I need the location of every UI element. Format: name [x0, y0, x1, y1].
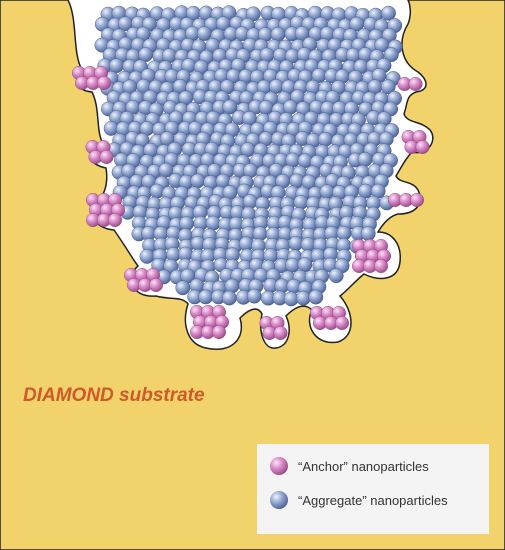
aggregate-nanoparticle — [175, 280, 191, 296]
anchor-nanoparticle — [374, 259, 389, 274]
anchor-nanoparticle — [408, 76, 423, 91]
legend-aggregate-label: “Aggregate” nanoparticles — [298, 493, 448, 508]
anchor-nanoparticle — [107, 212, 122, 227]
aggregate-nanoparticle — [246, 288, 262, 304]
aggregate-nanoparticle — [319, 184, 335, 200]
aggregate-nanoparticle — [380, 79, 396, 95]
aggregate-nanoparticle — [357, 152, 373, 167]
aggregate-nanoparticle — [190, 173, 206, 189]
aggregate-nanoparticle — [328, 268, 344, 283]
aggregate-nanoparticle — [139, 248, 155, 264]
aggregate-nanoparticle — [293, 194, 309, 210]
legend-box — [257, 444, 489, 534]
anchor-sphere-icon — [270, 457, 288, 475]
legend: “Anchor” nanoparticles “Aggregate” nanop… — [257, 444, 489, 534]
substrate-label: DIAMOND substrate — [23, 385, 205, 406]
anchor-nanoparticle — [96, 75, 111, 90]
aggregate-nanoparticle — [109, 58, 124, 74]
anchor-nanoparticle — [273, 326, 288, 341]
anchor-nanoparticle — [99, 149, 114, 164]
aggregate-nanoparticle — [198, 289, 214, 305]
legend-anchor-label: “Anchor” nanoparticles — [298, 459, 429, 474]
aggregate-nanoparticle — [308, 289, 324, 305]
aggregate-nanoparticle — [360, 226, 376, 242]
nanoparticle-layer — [71, 5, 430, 341]
aggregate-nanoparticle — [196, 26, 212, 41]
aggregate-nanoparticle — [381, 5, 396, 21]
aggregate-nanoparticle — [205, 215, 221, 231]
aggregate-nanoparticle — [295, 290, 311, 306]
anchor-nanoparticle — [335, 316, 350, 331]
aggregate-nanoparticle — [221, 290, 237, 306]
aggregate-nanoparticle — [383, 47, 399, 62]
aggregate-nanoparticle — [242, 194, 258, 209]
anchor-nanoparticle — [410, 192, 425, 207]
aggregate-nanoparticle — [282, 99, 298, 115]
anchor-nanoparticle — [211, 325, 226, 340]
anchor-nanoparticle — [148, 278, 163, 293]
aggregate-nanoparticle — [317, 131, 333, 147]
aggregate-nanoparticle — [297, 257, 313, 272]
aggregate-sphere-icon — [270, 491, 288, 509]
anchor-nanoparticle — [415, 139, 430, 154]
